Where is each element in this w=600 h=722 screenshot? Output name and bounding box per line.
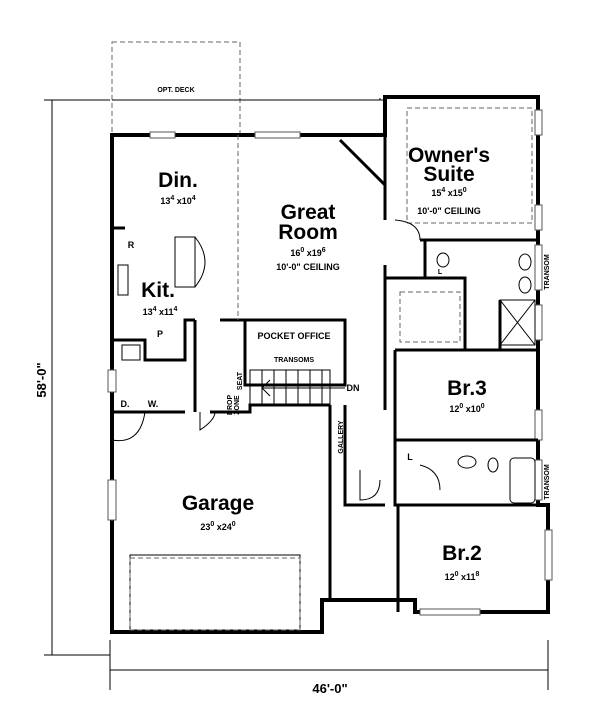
svg-text:Owner's: Owner's: [408, 144, 490, 167]
room-br2: Br.2 120 x118: [442, 542, 482, 582]
windows: [107, 109, 553, 616]
washer-label: W.: [148, 399, 159, 409]
overall-width: 46'-0": [312, 681, 347, 696]
interior-walls: [112, 135, 538, 612]
stairs: [249, 369, 345, 406]
linen-closet-label: L: [407, 452, 413, 462]
down-label: DN: [347, 383, 360, 393]
room-garage: Garage 230 x240: [182, 492, 254, 532]
svg-text:10'-0" CEILING: 10'-0" CEILING: [276, 262, 339, 272]
transom-label: TRANSOM: [544, 464, 551, 500]
room-kitchen: Kit. 134 x114: [141, 279, 177, 317]
gallery-label: GALLERY: [338, 420, 345, 454]
room-great-room: Great Room 160 x196 10'-0" CEILING: [276, 201, 339, 272]
transom-label: TRANSOM: [544, 254, 551, 290]
pocket-office-label: POCKET OFFICE: [257, 331, 330, 341]
seat-label: SEAT: [237, 371, 244, 390]
svg-text:230 x240: 230 x240: [200, 521, 235, 532]
svg-text:120 x100: 120 x100: [449, 403, 484, 414]
doors: [111, 219, 441, 501]
transoms-label: TRANSOMS: [274, 357, 314, 364]
drop-zone-label: DROPZONE: [227, 395, 241, 416]
svg-text:10'-0" CEILING: 10'-0" CEILING: [417, 206, 480, 216]
svg-text:Din.: Din.: [158, 169, 198, 192]
dimension-lines: [44, 98, 549, 690]
svg-text:Great: Great: [281, 201, 336, 224]
svg-text:120 x118: 120 x118: [445, 571, 480, 582]
svg-text:Br.2: Br.2: [442, 542, 482, 565]
deck-label: OPT. DECK: [157, 87, 194, 94]
room-owners-suite: Owner's Suite 154 x150 10'-0" CEILING: [408, 144, 490, 216]
room-br3: Br.3 120 x100: [447, 377, 487, 414]
svg-text:Kit.: Kit.: [141, 279, 175, 302]
svg-text:Garage: Garage: [182, 492, 254, 515]
svg-text:134 x104: 134 x104: [160, 195, 195, 206]
svg-text:154 x150: 154 x150: [431, 187, 466, 198]
svg-text:Room: Room: [278, 221, 338, 244]
svg-text:134 x114: 134 x114: [143, 306, 178, 317]
dryer-label: D.: [121, 399, 130, 409]
svg-text:Br.3: Br.3: [447, 377, 487, 400]
svg-text:160 x196: 160 x196: [290, 247, 325, 258]
overall-depth: 58'-0": [34, 362, 49, 397]
refrigerator-label: R: [128, 240, 135, 250]
exterior-walls: [110, 95, 550, 634]
svg-text:Suite: Suite: [423, 163, 474, 186]
room-dining: Din. 134 x104: [158, 169, 198, 206]
pantry-label: P: [157, 329, 163, 339]
linen-closet-label: L: [438, 269, 443, 276]
